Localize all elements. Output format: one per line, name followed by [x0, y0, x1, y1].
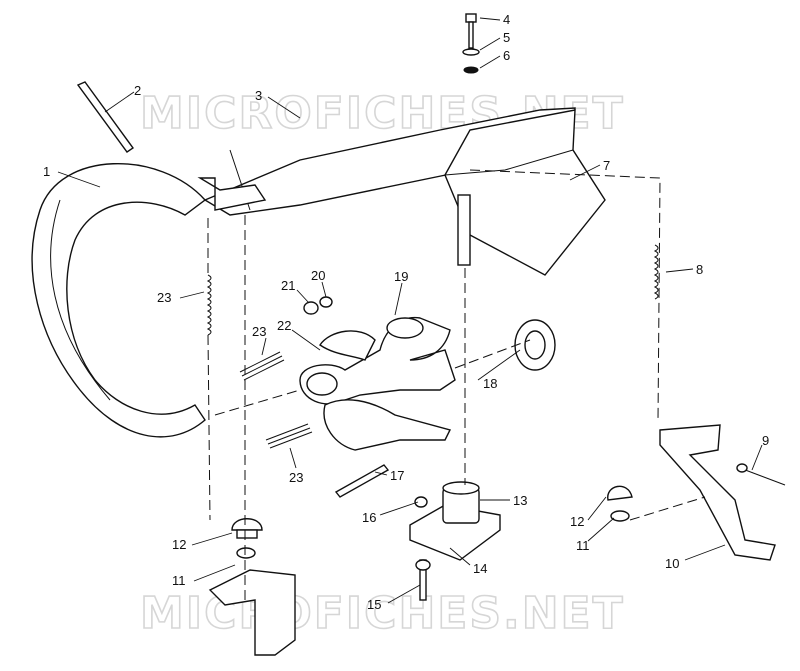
callout-14: 14	[473, 561, 487, 576]
leader-lines	[57, 17, 763, 604]
watermark-bottom: MICROFICHES.NET	[140, 588, 625, 639]
callout-23-upper: 23	[157, 290, 171, 305]
part-18-gasket	[514, 319, 556, 371]
part-17-heat-shield	[323, 399, 452, 498]
callout-10: 10	[665, 556, 679, 571]
parts-20-21-nut-washer	[303, 296, 333, 315]
callout-19: 19	[394, 269, 408, 284]
callout-23-middle: 23	[252, 324, 266, 339]
assembly-dashed-lines	[207, 169, 706, 600]
callout-8: 8	[696, 262, 703, 277]
right-bracket-assembly	[607, 424, 786, 561]
callout-22: 22	[277, 318, 291, 333]
callout-3: 3	[255, 88, 262, 103]
part-7-outlet-shield	[444, 109, 606, 276]
part-2-tube	[76, 81, 134, 153]
callout-4: 4	[503, 12, 510, 27]
callout-17: 17	[390, 468, 404, 483]
callout-21: 21	[281, 278, 295, 293]
callout-labels: 1 2 3 4 5 6 7 8 9 10 11 11 12 12 13 14 1…	[43, 12, 769, 612]
part-19-manifold	[299, 316, 456, 405]
callout-11-right: 11	[576, 538, 590, 553]
callout-11-left: 11	[172, 573, 186, 588]
callout-18: 18	[483, 376, 497, 391]
callout-7: 7	[603, 158, 610, 173]
callout-12-right: 12	[570, 514, 584, 529]
parts-13-14-isolator-mount	[409, 481, 501, 601]
callout-6: 6	[503, 48, 510, 63]
callout-23-lower: 23	[289, 470, 303, 485]
part-23-springs	[206, 274, 313, 449]
left-grommet-washer	[231, 518, 263, 559]
parts-4-5-6-bolt-washers	[462, 13, 480, 74]
callout-12-left: 12	[172, 537, 186, 552]
callout-15: 15	[367, 597, 381, 612]
callout-16: 16	[362, 510, 376, 525]
callout-5: 5	[503, 30, 510, 45]
left-bracket	[208, 569, 296, 656]
callout-1: 1	[43, 164, 50, 179]
part-8-spring	[653, 244, 659, 300]
callout-9: 9	[762, 433, 769, 448]
callout-20: 20	[311, 268, 325, 283]
callout-2: 2	[134, 83, 141, 98]
callout-13: 13	[513, 493, 527, 508]
